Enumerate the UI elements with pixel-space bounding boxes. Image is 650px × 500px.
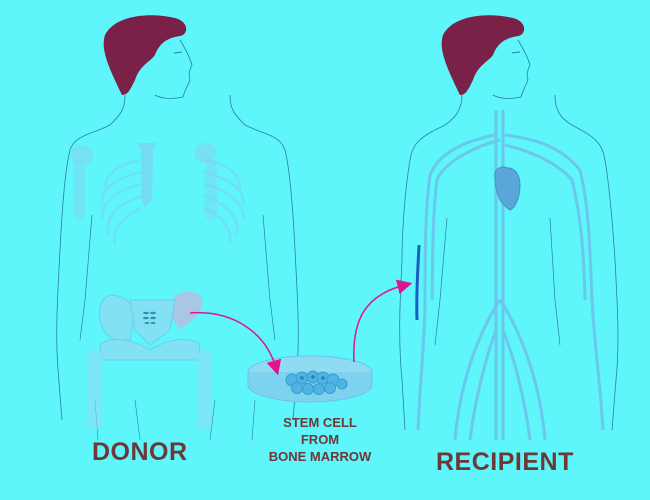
donor-label: DONOR xyxy=(92,438,188,466)
caption-line-3: BONE MARROW xyxy=(268,449,372,464)
donor-figure xyxy=(56,15,299,441)
recipient-arm-vein-highlight xyxy=(415,244,421,321)
stem-cells xyxy=(285,370,348,395)
donor-pelvis xyxy=(88,291,212,430)
petri-dish xyxy=(247,355,373,403)
donor-ribcage xyxy=(100,158,245,246)
caption-line-1: STEM CELL xyxy=(283,415,357,430)
donor-body-outline xyxy=(56,94,299,421)
donor-iliac-crest-highlight xyxy=(169,291,203,330)
recipient-veins xyxy=(416,110,605,441)
recipient-body-outline xyxy=(399,94,619,431)
donor-hair xyxy=(103,15,187,95)
arrow-donor-to-dish xyxy=(189,311,282,376)
recipient-label: RECIPIENT xyxy=(436,448,574,476)
recipient-heart xyxy=(494,166,521,211)
recipient-figure xyxy=(399,15,619,441)
recipient-hair xyxy=(441,15,525,95)
stem-cell-caption: STEM CELL FROM BONE MARROW xyxy=(245,414,395,465)
arrow-dish-to-recipient xyxy=(353,279,413,363)
caption-line-2: FROM xyxy=(300,432,340,447)
donor-sternum xyxy=(137,143,157,208)
